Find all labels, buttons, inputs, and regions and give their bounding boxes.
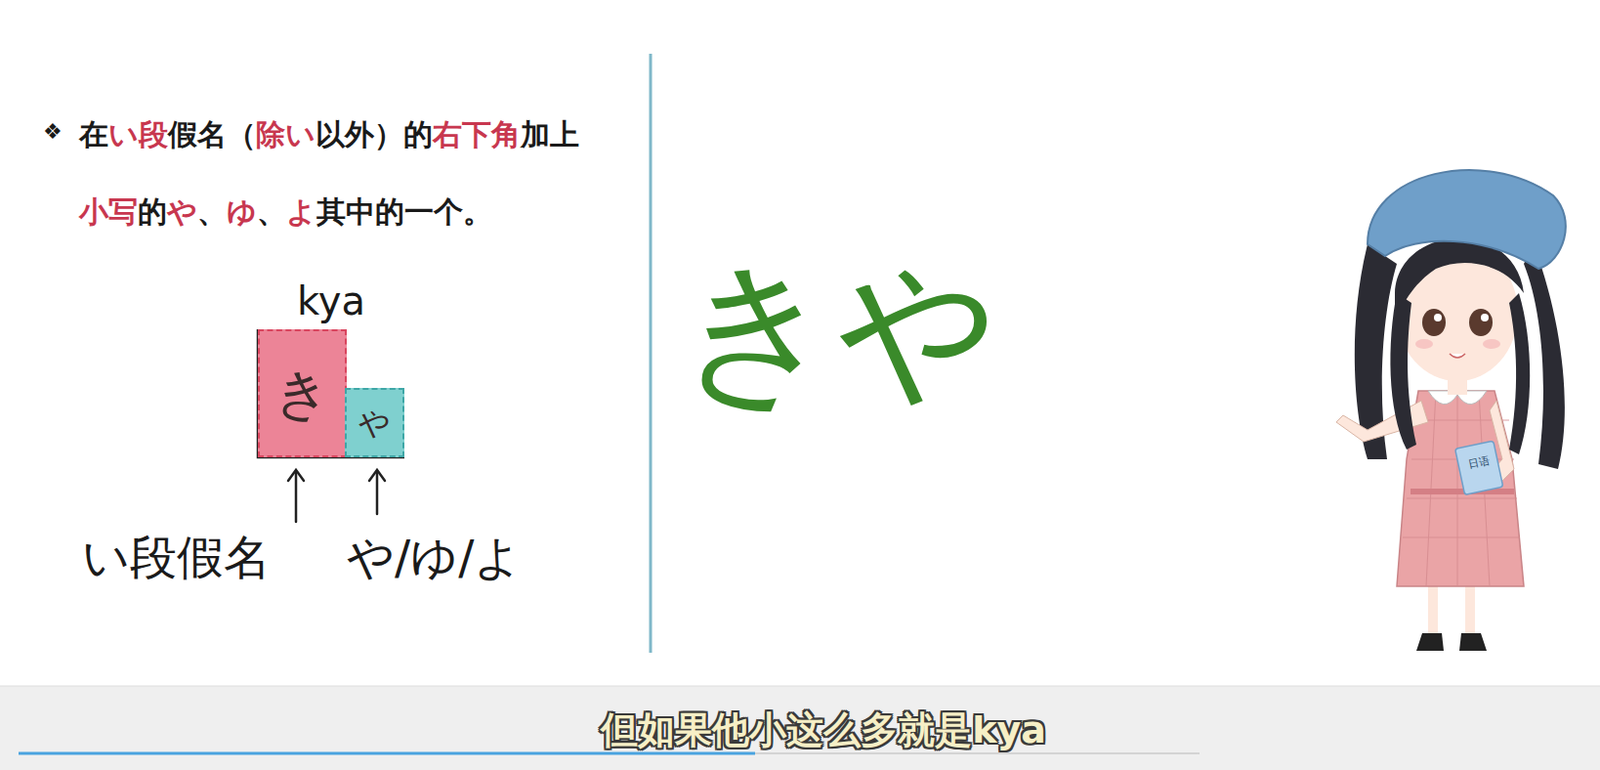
instruction-text: 以外）的	[315, 117, 433, 152]
subtitle-bar	[0, 685, 1600, 770]
instruction-line: 小写的や、ゆ、よ其中的一个。	[79, 197, 493, 227]
arrow-head	[288, 469, 304, 481]
highlight-text: 除い	[255, 117, 316, 152]
highlight-text: 小写	[79, 194, 138, 229]
subtitle-text: 但如果他小这么多就是kya	[600, 711, 1047, 749]
leader-arrows	[288, 469, 385, 522]
instruction-text: 、	[197, 194, 227, 229]
instruction-text: 、	[256, 194, 287, 229]
instruction-text: 其中的一个。	[316, 194, 493, 229]
girl-figure	[1336, 169, 1566, 651]
romaji-label: kya	[296, 281, 366, 321]
divider-line	[649, 53, 653, 653]
book-label: 日语	[1467, 455, 1491, 470]
highlight-text: 右下角	[432, 117, 521, 152]
highlight-text: ゆ	[226, 194, 257, 229]
arrow-shaft	[376, 470, 379, 514]
small-kana-label: や/ゆ/よ	[346, 533, 522, 581]
instruction-text: 的	[137, 194, 168, 229]
highlight-text: い段	[108, 117, 169, 152]
highlight-text: よ	[286, 194, 317, 229]
base-line	[257, 329, 405, 458]
progress-bar	[18, 752, 756, 756]
small-kana-box: や	[344, 387, 405, 458]
kana-text: や	[358, 407, 391, 439]
kana-text: き	[274, 366, 331, 422]
arrow-shaft	[294, 470, 298, 522]
book	[1455, 440, 1504, 495]
instruction-text: 加上	[520, 117, 580, 152]
instruction-text: 在	[79, 117, 109, 152]
bullet-symbol: ❖	[42, 121, 63, 143]
arrow-head	[369, 469, 385, 481]
highlight-text: や	[167, 194, 198, 229]
bar-edge	[0, 685, 1600, 687]
kana-row-label: い段假名	[82, 533, 271, 581]
kana-box: き	[257, 329, 347, 458]
handwritten-kana: きや	[677, 252, 999, 409]
progress-track	[18, 752, 1200, 755]
instruction-text: 假名（	[168, 117, 256, 152]
instruction-line: 在い段假名（除い以外）的右下角加上	[79, 120, 580, 150]
